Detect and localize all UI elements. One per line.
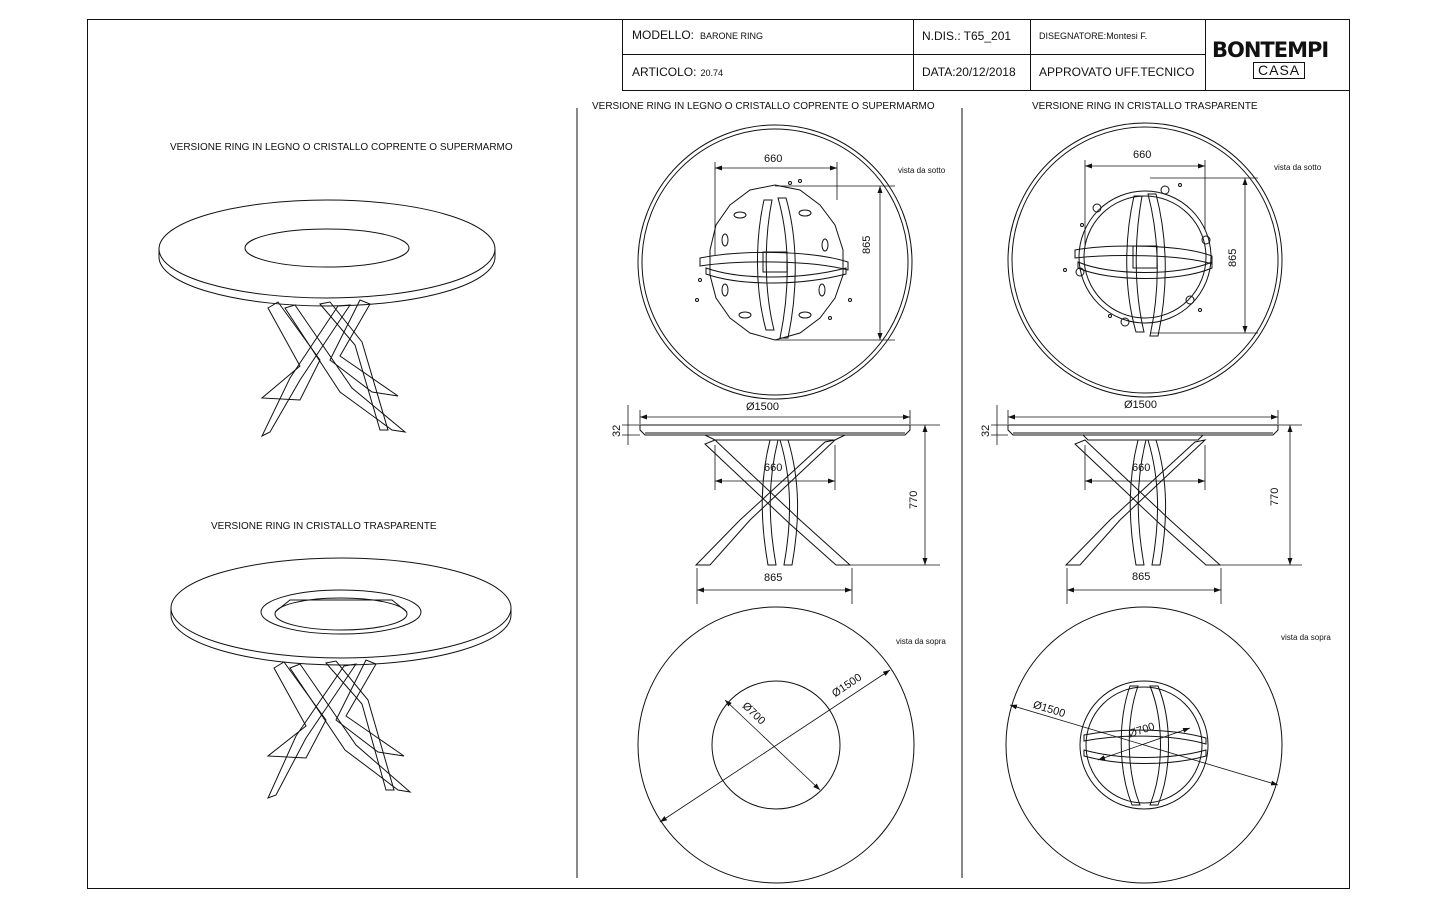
dim-right-side-660: 660 (1132, 462, 1151, 474)
disegnatore-field: DISEGNATORE:Montesi F. (1039, 31, 1147, 41)
dim-right-bottom-865: 865 (1227, 248, 1239, 267)
right-top-dims (1009, 704, 1279, 786)
dim-mid-side-770: 770 (908, 490, 920, 509)
right-bottom-view (1007, 122, 1283, 398)
ndis-label: N.DIS.: (922, 29, 961, 43)
disegnatore-value: Montesi F. (1106, 31, 1148, 41)
right-side-dims (991, 405, 1302, 604)
mid-bottom-dims (714, 162, 895, 341)
ndis-field: N.DIS.:T65_201 (922, 29, 1011, 43)
perspective-transparent-table (170, 557, 512, 799)
dim-mid-side-1500: Ø1500 (746, 401, 780, 413)
data-field: DATA:20/12/2018 (922, 65, 1016, 79)
caption-right-header: VERSIONE RING IN CRISTALLO TRASPARENTE (1032, 101, 1258, 112)
modello-value: BARONE RING (700, 31, 764, 41)
dim-mid-side-865: 865 (764, 572, 783, 584)
logo-sub-text: CASA (1253, 62, 1306, 79)
approvato-text: APPROVATO UFF.TECNICO (1039, 65, 1195, 79)
view-label-top-mid: vista da sopra (896, 637, 946, 646)
mid-top-dims (659, 669, 891, 823)
right-bottom-dims (1084, 160, 1258, 334)
dim-mid-side-32: 32 (611, 424, 623, 437)
articolo-value: 20.74 (700, 68, 723, 78)
right-side-view (1007, 424, 1279, 566)
view-label-top-right: vista da sopra (1281, 633, 1331, 642)
mid-side-dims (622, 405, 940, 604)
ndis-value: T65_201 (963, 29, 1012, 43)
perspective-opaque-table (158, 199, 496, 438)
articolo-field: ARTICOLO:20.74 (632, 65, 723, 79)
dim-right-side-32: 32 (980, 424, 992, 437)
dim-mid-bottom-660: 660 (764, 153, 783, 165)
modello-field: MODELLO: BARONE RING (632, 28, 763, 42)
dim-right-side-1500: Ø1500 (1124, 399, 1158, 411)
dim-right-bottom-660: 660 (1133, 149, 1152, 161)
data-value: 20/12/2018 (955, 65, 1016, 79)
dim-right-side-865: 865 (1132, 571, 1151, 583)
caption-left-transparent: VERSIONE RING IN CRISTALLO TRASPARENTE (211, 521, 437, 532)
data-label: DATA: (922, 65, 956, 79)
bontempi-casa-logo: BONTEMPI CASA (1208, 36, 1348, 86)
articolo-label: ARTICOLO: (632, 65, 697, 79)
dim-mid-side-660: 660 (764, 462, 783, 474)
dim-mid-bottom-865: 865 (861, 235, 873, 254)
logo-main-text: BONTEMPI (1212, 38, 1329, 62)
caption-left-opaque: VERSIONE RING IN LEGNO O CRISTALLO COPRE… (170, 142, 513, 153)
title-block-cell-approvato (1030, 54, 1206, 91)
view-label-bottom-right: vista da sotto (1274, 163, 1322, 172)
disegnatore-label: DISEGNATORE: (1039, 31, 1107, 41)
caption-mid-header: VERSIONE RING IN LEGNO O CRISTALLO COPRE… (592, 101, 935, 112)
dim-right-side-770: 770 (1269, 487, 1281, 506)
modello-label: MODELLO: (632, 28, 695, 42)
view-label-bottom-mid: vista da sotto (898, 166, 946, 175)
